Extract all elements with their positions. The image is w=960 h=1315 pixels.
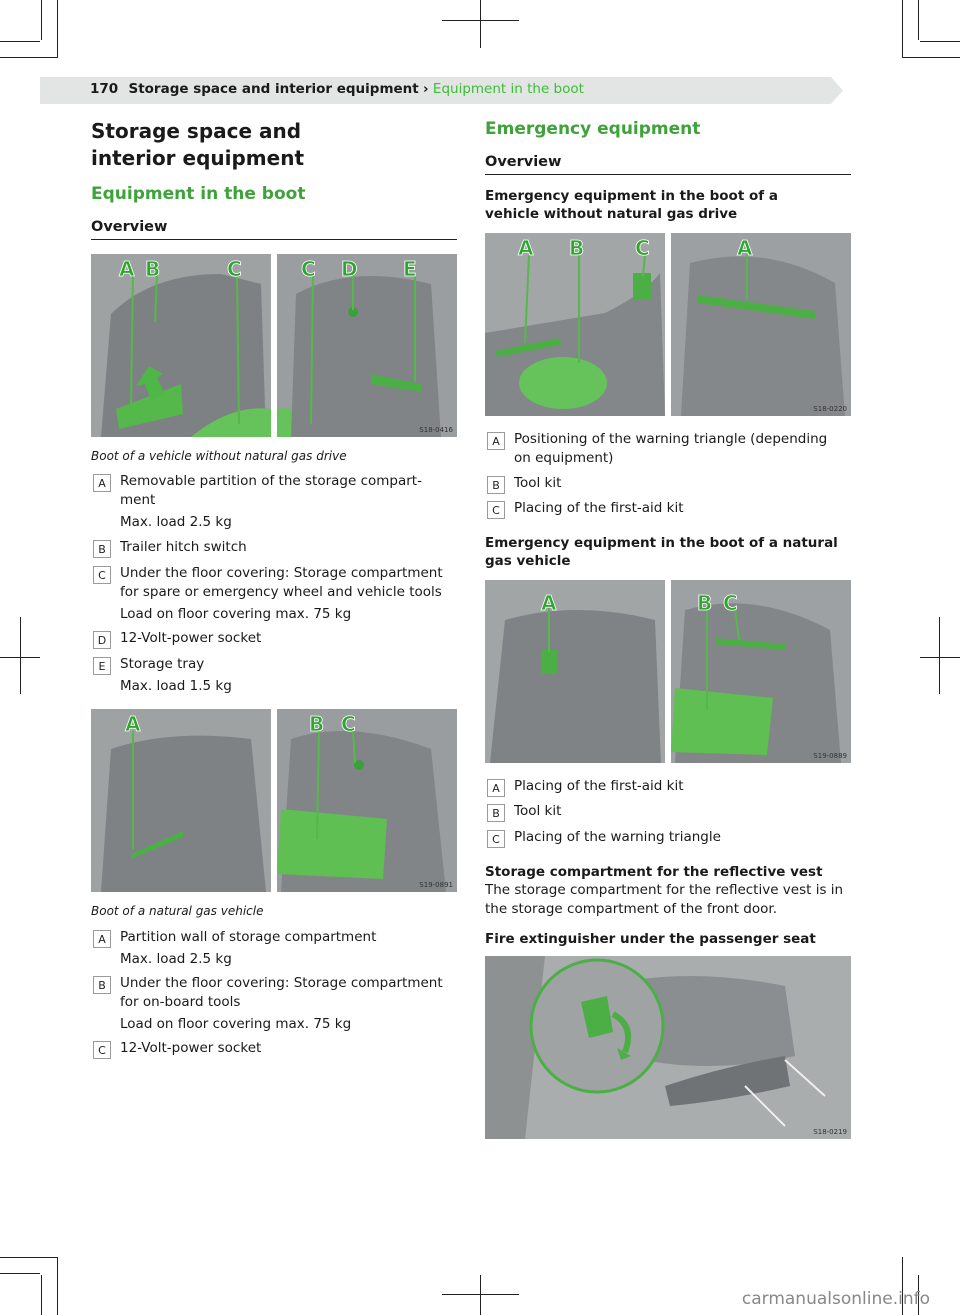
figure-label: B [309,712,324,736]
crop-mark [0,657,40,658]
crop-mark [442,20,519,21]
crop-mark [41,1275,42,1315]
figure-label: E [403,257,417,281]
figure-label: A [518,236,534,260]
figure-code: S18-0416 [419,426,453,434]
header-bar [40,77,843,104]
crop-mark [918,0,919,40]
legend-text: Placing of the first-aid kit [514,500,684,516]
legend-key: A [93,474,111,492]
crop-mark [0,1257,58,1258]
legend-text: Trailer hitch switch [120,539,247,555]
figure-label: C [227,257,242,281]
watermark: carmanualsonline.info [741,1289,930,1309]
figure-code: S18-0220 [813,405,847,413]
legend-text: Partition wall of storage compartment Ma… [120,929,377,967]
figure-code: S18-0219 [813,1128,847,1136]
legend-key: B [487,476,505,494]
legend-text: Removable partition of the storage compa… [120,473,422,530]
legend-text: Under the floor covering: Storage compar… [120,975,443,1032]
crop-mark [902,57,960,58]
legend-text: Tool kit [514,803,562,819]
legend-text: 12-Volt-power socket [120,1040,262,1056]
figure-boot-no-gas: A B C C D E S18-0416 [91,254,457,437]
page-title: Storage space and interior equipment [91,119,304,170]
legend-text: Placing of the first-aid kit [514,778,684,794]
figure-label: C [723,591,738,615]
heading-natural-gas: Emergency equipment in the boot of a nat… [485,535,838,569]
figure-boot-natural-gas: A B C S19-0891 [91,709,457,892]
crop-mark [939,617,940,694]
figure-label: A [737,236,753,260]
legend-key: D [93,631,111,649]
crop-mark [902,1257,903,1315]
crop-mark [41,0,42,40]
legend-key: C [93,1041,111,1059]
figure-code: S19-0891 [419,881,453,889]
crop-mark [480,1275,481,1315]
breadcrumb: 170 Storage space and interior equipment… [90,81,584,97]
crop-mark [0,1273,40,1274]
figure-emergency-natural-gas: A B C S19-0889 [485,580,851,763]
crop-mark [20,617,21,694]
figure-code: S19-0889 [813,752,847,760]
crop-mark [0,41,40,42]
legend-key: E [93,657,111,675]
crop-mark [920,41,960,42]
legend-key: A [487,779,505,797]
overview-heading: Overview [485,154,851,175]
legend-text: Tool kit [514,475,562,491]
figure-caption: Boot of a natural gas vehicle [91,904,264,918]
legend-key: B [93,976,111,994]
fire-heading: Fire extinguisher under the passenger se… [485,931,816,947]
crop-mark [0,57,58,58]
page-number: 170 [90,81,119,97]
figure-label: C [635,236,650,260]
legend-text: Storage tray Max. load 1.5 kg [120,656,232,694]
legend-text: Under the floor covering: Storage compar… [120,565,443,622]
legend-key: A [487,432,505,450]
figure-label: A [119,257,135,281]
legend-text: 12-Volt-power socket [120,630,262,646]
crop-mark [920,657,960,658]
legend-key: B [487,804,505,822]
crop-mark [57,1257,58,1315]
figure-label: B [697,591,712,615]
figure-label: B [569,236,584,260]
breadcrumb-section[interactable]: Storage space and interior equipment [128,81,419,97]
figure-label: A [125,712,141,736]
legend-key: C [487,501,505,519]
vest-heading: Storage compartment for the reflective v… [485,864,823,880]
heading-no-gas: Emergency equipment in the boot of a veh… [485,188,778,222]
legend-text: Positioning of the warning triangle (dep… [514,431,828,466]
section-title: Equipment in the boot [91,184,306,204]
figure-label: D [341,257,358,281]
legend-key: B [93,540,111,558]
figure-caption: Boot of a vehicle without natural gas dr… [91,449,347,463]
figure-label: C [341,712,356,736]
crop-mark [918,1275,919,1315]
crop-mark [902,0,903,58]
legend-key: C [93,566,111,584]
figure-label: C [301,257,316,281]
figure-fire-extinguisher: S18-0219 [485,956,851,1139]
breadcrumb-current[interactable]: Equipment in the boot [432,81,584,97]
vest-text: The storage compartment for the reflecti… [485,882,844,917]
legend-key: C [487,830,505,848]
legend-text: Placing of the warning triangle [514,829,721,845]
emergency-title: Emergency equipment [485,119,701,139]
crop-mark [442,1294,519,1295]
figure-emergency-no-gas: A B C A S18-0220 [485,233,851,416]
crop-mark [480,0,481,48]
breadcrumb-separator: › [423,81,429,97]
figure-label: B [145,257,160,281]
figure-label: A [541,591,557,615]
overview-heading: Overview [91,219,457,240]
legend-key: A [93,930,111,948]
crop-mark [57,0,58,58]
